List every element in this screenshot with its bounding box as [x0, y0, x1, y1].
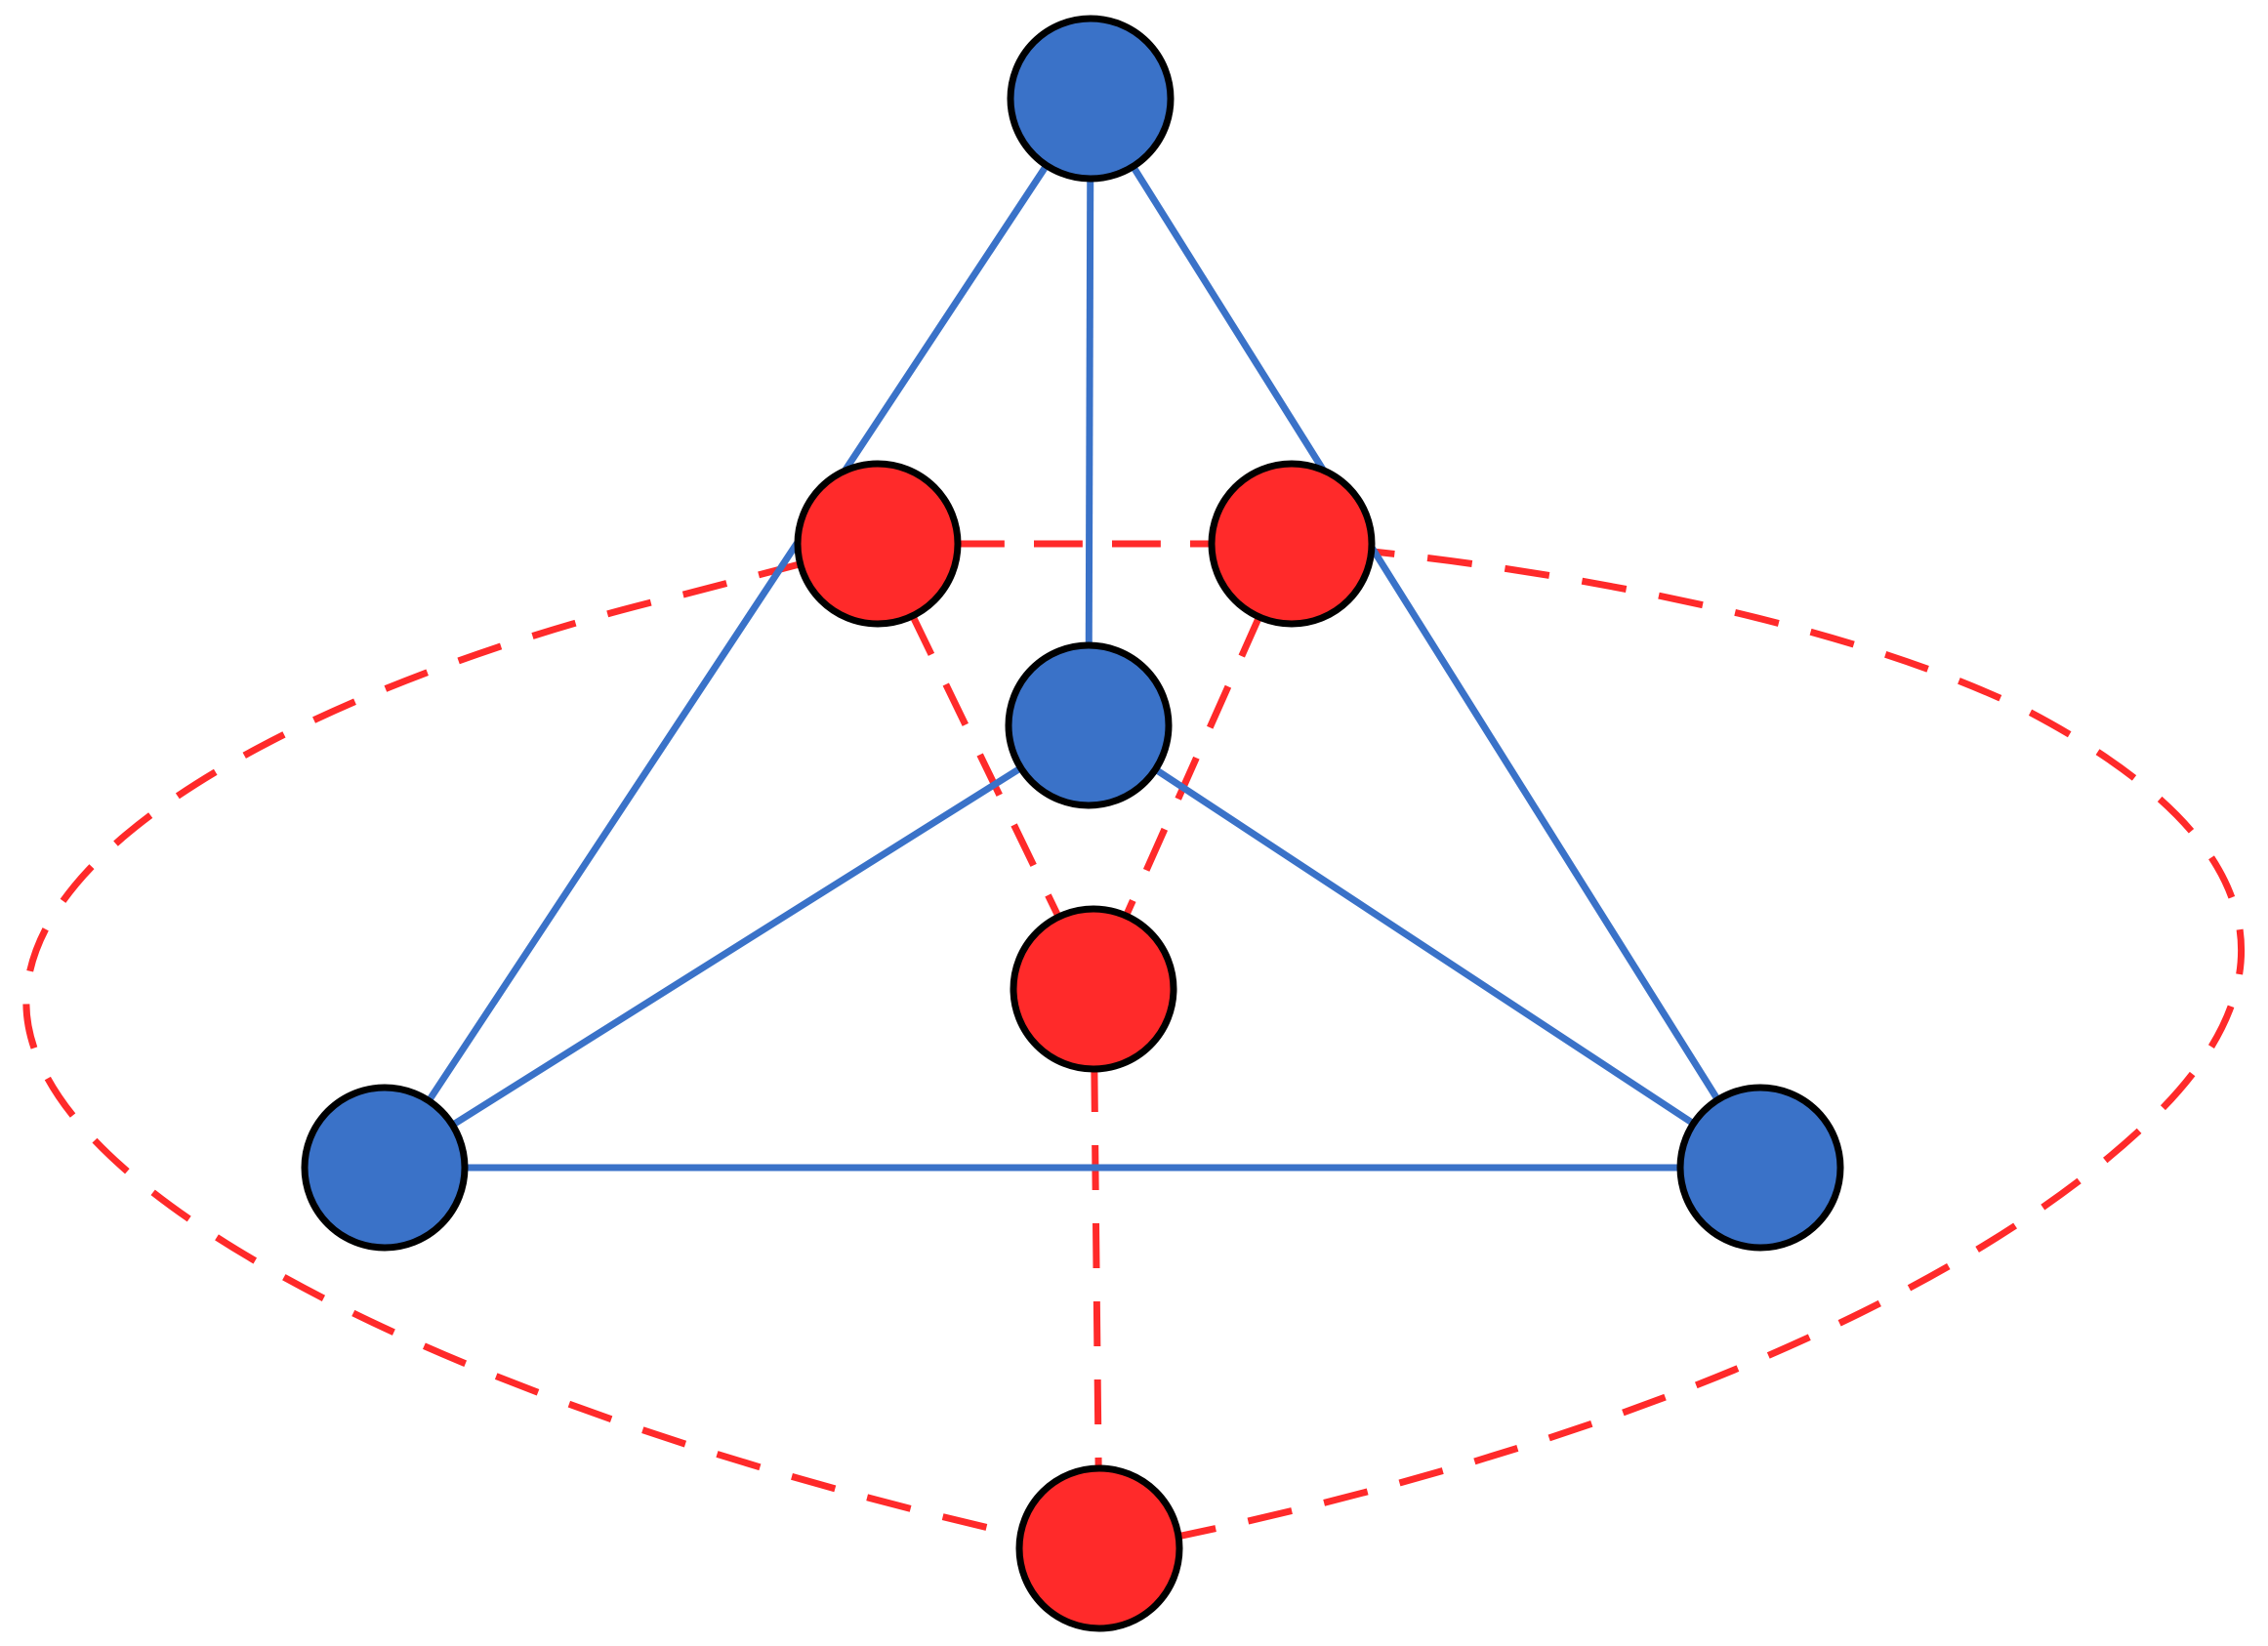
blue-edge-b-top-b-right — [1088, 97, 1763, 1170]
blue-edge-b-center-b-right — [1087, 722, 1762, 1171]
nodes — [301, 15, 1844, 1632]
blue-edge-b-top-b-center — [1085, 98, 1094, 726]
red-node-r-upper-right — [1208, 460, 1376, 628]
red-node-r-middle — [1010, 905, 1177, 1073]
blue-node-b-right — [1676, 1084, 1844, 1252]
outer-dashed-ring — [22, 540, 2246, 1556]
red-node-r-upper-left — [794, 460, 962, 628]
blue-edge-b-center-b-left — [383, 722, 1091, 1171]
red-edge-r-middle-r-bottom — [1090, 988, 1103, 1549]
blue-node-b-left — [301, 1084, 469, 1252]
blue-edge-b-top-b-left — [382, 97, 1093, 1170]
blue-edges — [382, 97, 1763, 1172]
blue-node-b-center — [1005, 641, 1173, 809]
red-node-r-bottom — [1015, 1464, 1183, 1632]
blue-node-b-top — [1007, 15, 1175, 183]
